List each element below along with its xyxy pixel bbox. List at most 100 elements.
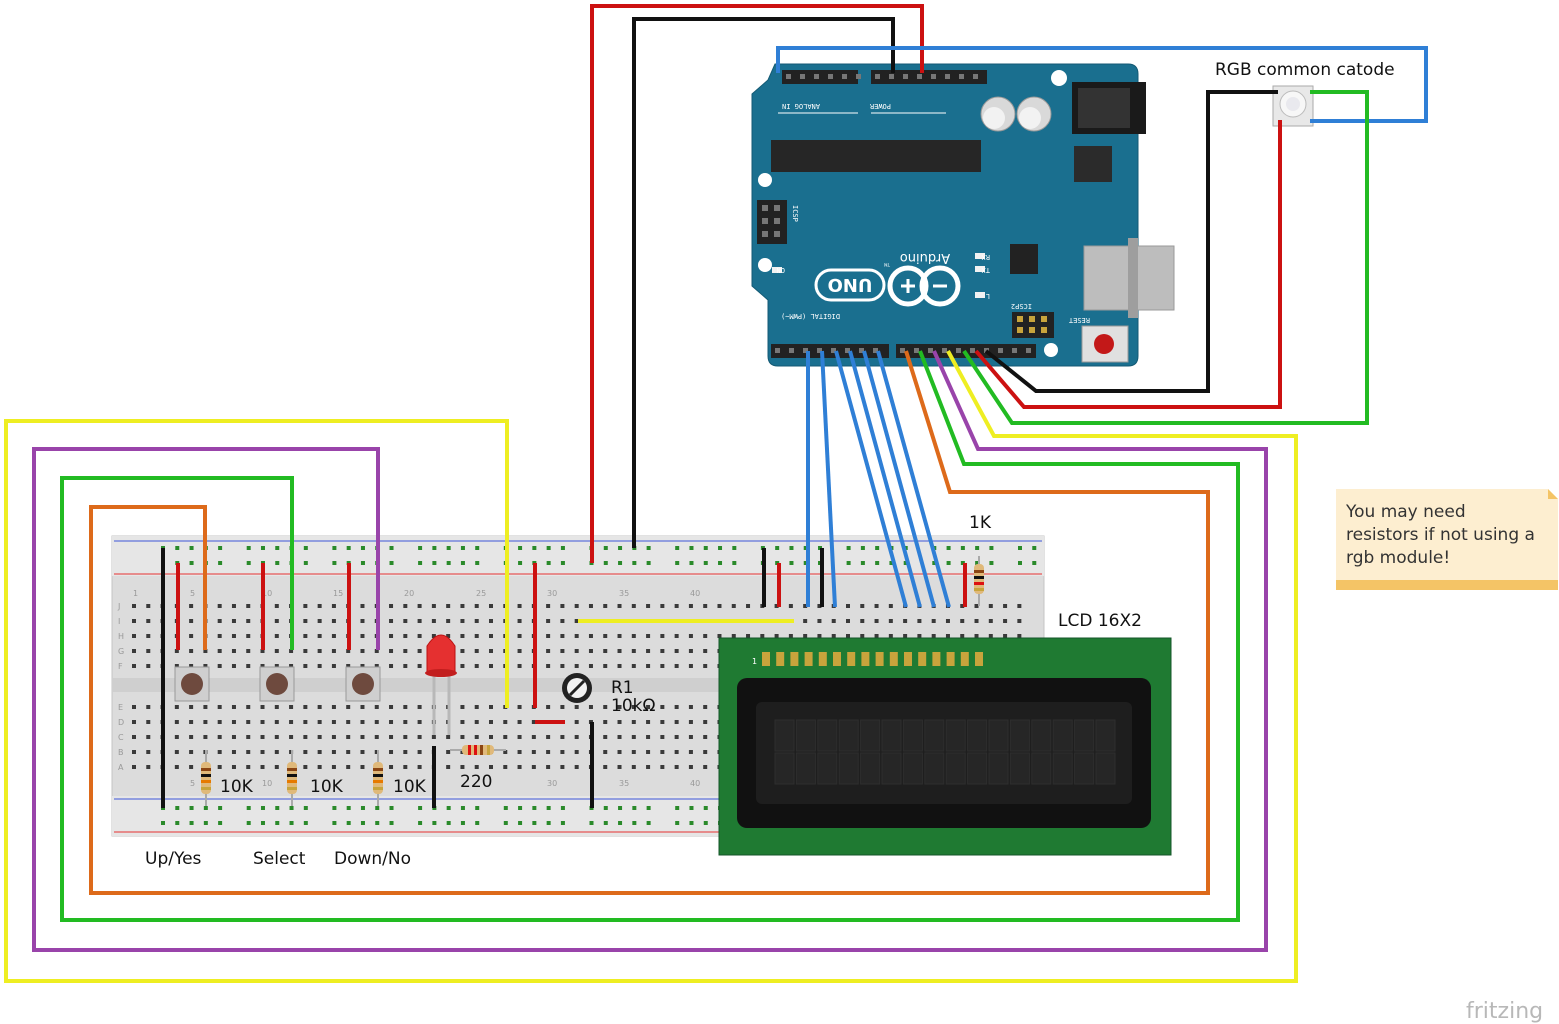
reset-button-cap[interactable] <box>1094 334 1114 354</box>
svg-text:10: 10 <box>262 589 272 598</box>
svg-text:TM: TM <box>884 262 891 267</box>
wires <box>4 4 1428 983</box>
svg-text:5: 5 <box>190 589 195 598</box>
lcd-character-cells <box>774 719 1116 785</box>
wire-button-select-green <box>60 350 1240 922</box>
note-line-2: resistors if not using a <box>1346 525 1535 545</box>
mounting-hole <box>758 258 772 272</box>
icsp-label: ICSP <box>791 205 799 222</box>
rgb-title: RGB common catode <box>1215 60 1395 80</box>
svg-text:20: 20 <box>404 589 414 598</box>
red-led <box>425 634 457 677</box>
icsp-pins <box>762 205 780 237</box>
resistor-1k-label: 1K <box>969 513 992 533</box>
svg-text:40: 40 <box>690 779 700 788</box>
wire-5v-red <box>590 4 924 563</box>
wire-lcd-blue <box>848 350 922 608</box>
wire-lcd-blue <box>820 350 837 608</box>
svg-text:C: C <box>118 733 124 742</box>
svg-text:D: D <box>118 718 124 727</box>
svg-text:35: 35 <box>619 589 629 598</box>
digital-label: DIGITAL (PWM~) <box>781 312 840 320</box>
note-line-1: You may need <box>1345 502 1466 522</box>
mounting-hole <box>1044 343 1058 357</box>
pot-name-label: R1 <box>611 678 634 698</box>
resistor-10k-up <box>201 750 211 806</box>
tx-led <box>975 266 985 272</box>
resistor-10k-label: 10K <box>393 777 427 797</box>
svg-text:1: 1 <box>133 589 138 598</box>
svg-text:F: F <box>118 662 123 671</box>
svg-text:RX: RX <box>981 253 990 261</box>
rx-led <box>975 253 985 259</box>
svg-text:ON: ON <box>777 266 785 274</box>
svg-text:30: 30 <box>547 779 557 788</box>
model-label: UNO <box>828 274 873 295</box>
svg-text:E: E <box>118 703 123 712</box>
svg-text:J: J <box>117 602 120 611</box>
analog-header <box>782 70 858 84</box>
wire-button-down-purple <box>32 350 1268 952</box>
pushbutton-select[interactable] <box>259 666 295 702</box>
resistors <box>201 556 984 806</box>
wire-lcd-blue <box>876 350 951 608</box>
pot-value-label: 10kΩ <box>611 696 655 716</box>
resistor-1k <box>974 556 984 606</box>
resistor-10k-label: 10K <box>310 777 344 797</box>
breadboard-column-numbers: 1 5 10 15 20 25 30 35 40 5 10 30 35 40 <box>133 589 700 788</box>
button-select-label: Select <box>253 849 306 869</box>
microcontroller-chip <box>771 140 981 172</box>
wire-button-up-orange <box>89 350 1210 895</box>
mounting-hole <box>758 173 772 187</box>
brand-label: Arduino <box>900 250 950 265</box>
lcd-title: LCD 16X2 <box>1058 611 1142 631</box>
mounting-hole <box>1051 70 1067 86</box>
potentiometer-r1[interactable] <box>562 673 592 703</box>
svg-text:G: G <box>118 647 124 656</box>
power-header <box>871 70 987 84</box>
svg-text:30: 30 <box>547 589 557 598</box>
resistor-220-label: 220 <box>460 772 492 792</box>
resistor-10k-down <box>373 750 383 806</box>
svg-text:RESET: RESET <box>1068 316 1090 324</box>
svg-text:10: 10 <box>262 779 272 788</box>
arduino-uno-board: ANALOG IN POWER ICSP UNO Arduino TM <box>751 63 1175 367</box>
wire-a5-blue <box>776 46 1428 123</box>
breadboard-row-letters: J I H G F E D C B A <box>117 602 124 772</box>
l-led <box>975 292 985 298</box>
wire-lcd-blue <box>834 350 908 608</box>
resistor-220 <box>450 745 506 755</box>
svg-text:L: L <box>986 292 990 300</box>
svg-text:35: 35 <box>619 779 629 788</box>
resistor-10k-select <box>287 750 297 806</box>
wire-rgb-gnd-black <box>984 90 1278 393</box>
usb-chip <box>1010 244 1038 274</box>
analog-in-label: ANALOG IN <box>782 102 820 110</box>
digital-header-low <box>771 344 889 358</box>
svg-text:25: 25 <box>476 589 486 598</box>
digital-pins <box>775 348 1031 353</box>
icsp-header <box>757 200 787 244</box>
wire-lcd-blue <box>862 350 936 608</box>
svg-text:5: 5 <box>190 779 195 788</box>
wire-rgb-red <box>974 120 1282 409</box>
svg-text:15: 15 <box>333 589 343 598</box>
icsp2-pins <box>1017 316 1047 333</box>
svg-text:40: 40 <box>690 589 700 598</box>
svg-text:B: B <box>118 748 124 757</box>
pushbutton-up[interactable] <box>174 666 210 702</box>
sticky-note: You may need resistors if not using a rg… <box>1336 489 1558 590</box>
power-label: POWER <box>869 102 891 110</box>
top-header-pins <box>786 74 978 79</box>
svg-text:H: H <box>118 632 124 641</box>
lcd-16x2: 1 <box>718 637 1172 856</box>
svg-text:1: 1 <box>752 657 757 666</box>
resistor-10k-label: 10K <box>220 777 254 797</box>
arduino-logo: UNO Arduino TM <box>814 250 961 307</box>
svg-text:A: A <box>118 763 124 772</box>
pushbutton-down[interactable] <box>345 666 381 702</box>
note-line-3: rgb module! <box>1346 548 1450 568</box>
voltage-regulator <box>1074 146 1112 182</box>
svg-text:I: I <box>118 617 120 626</box>
